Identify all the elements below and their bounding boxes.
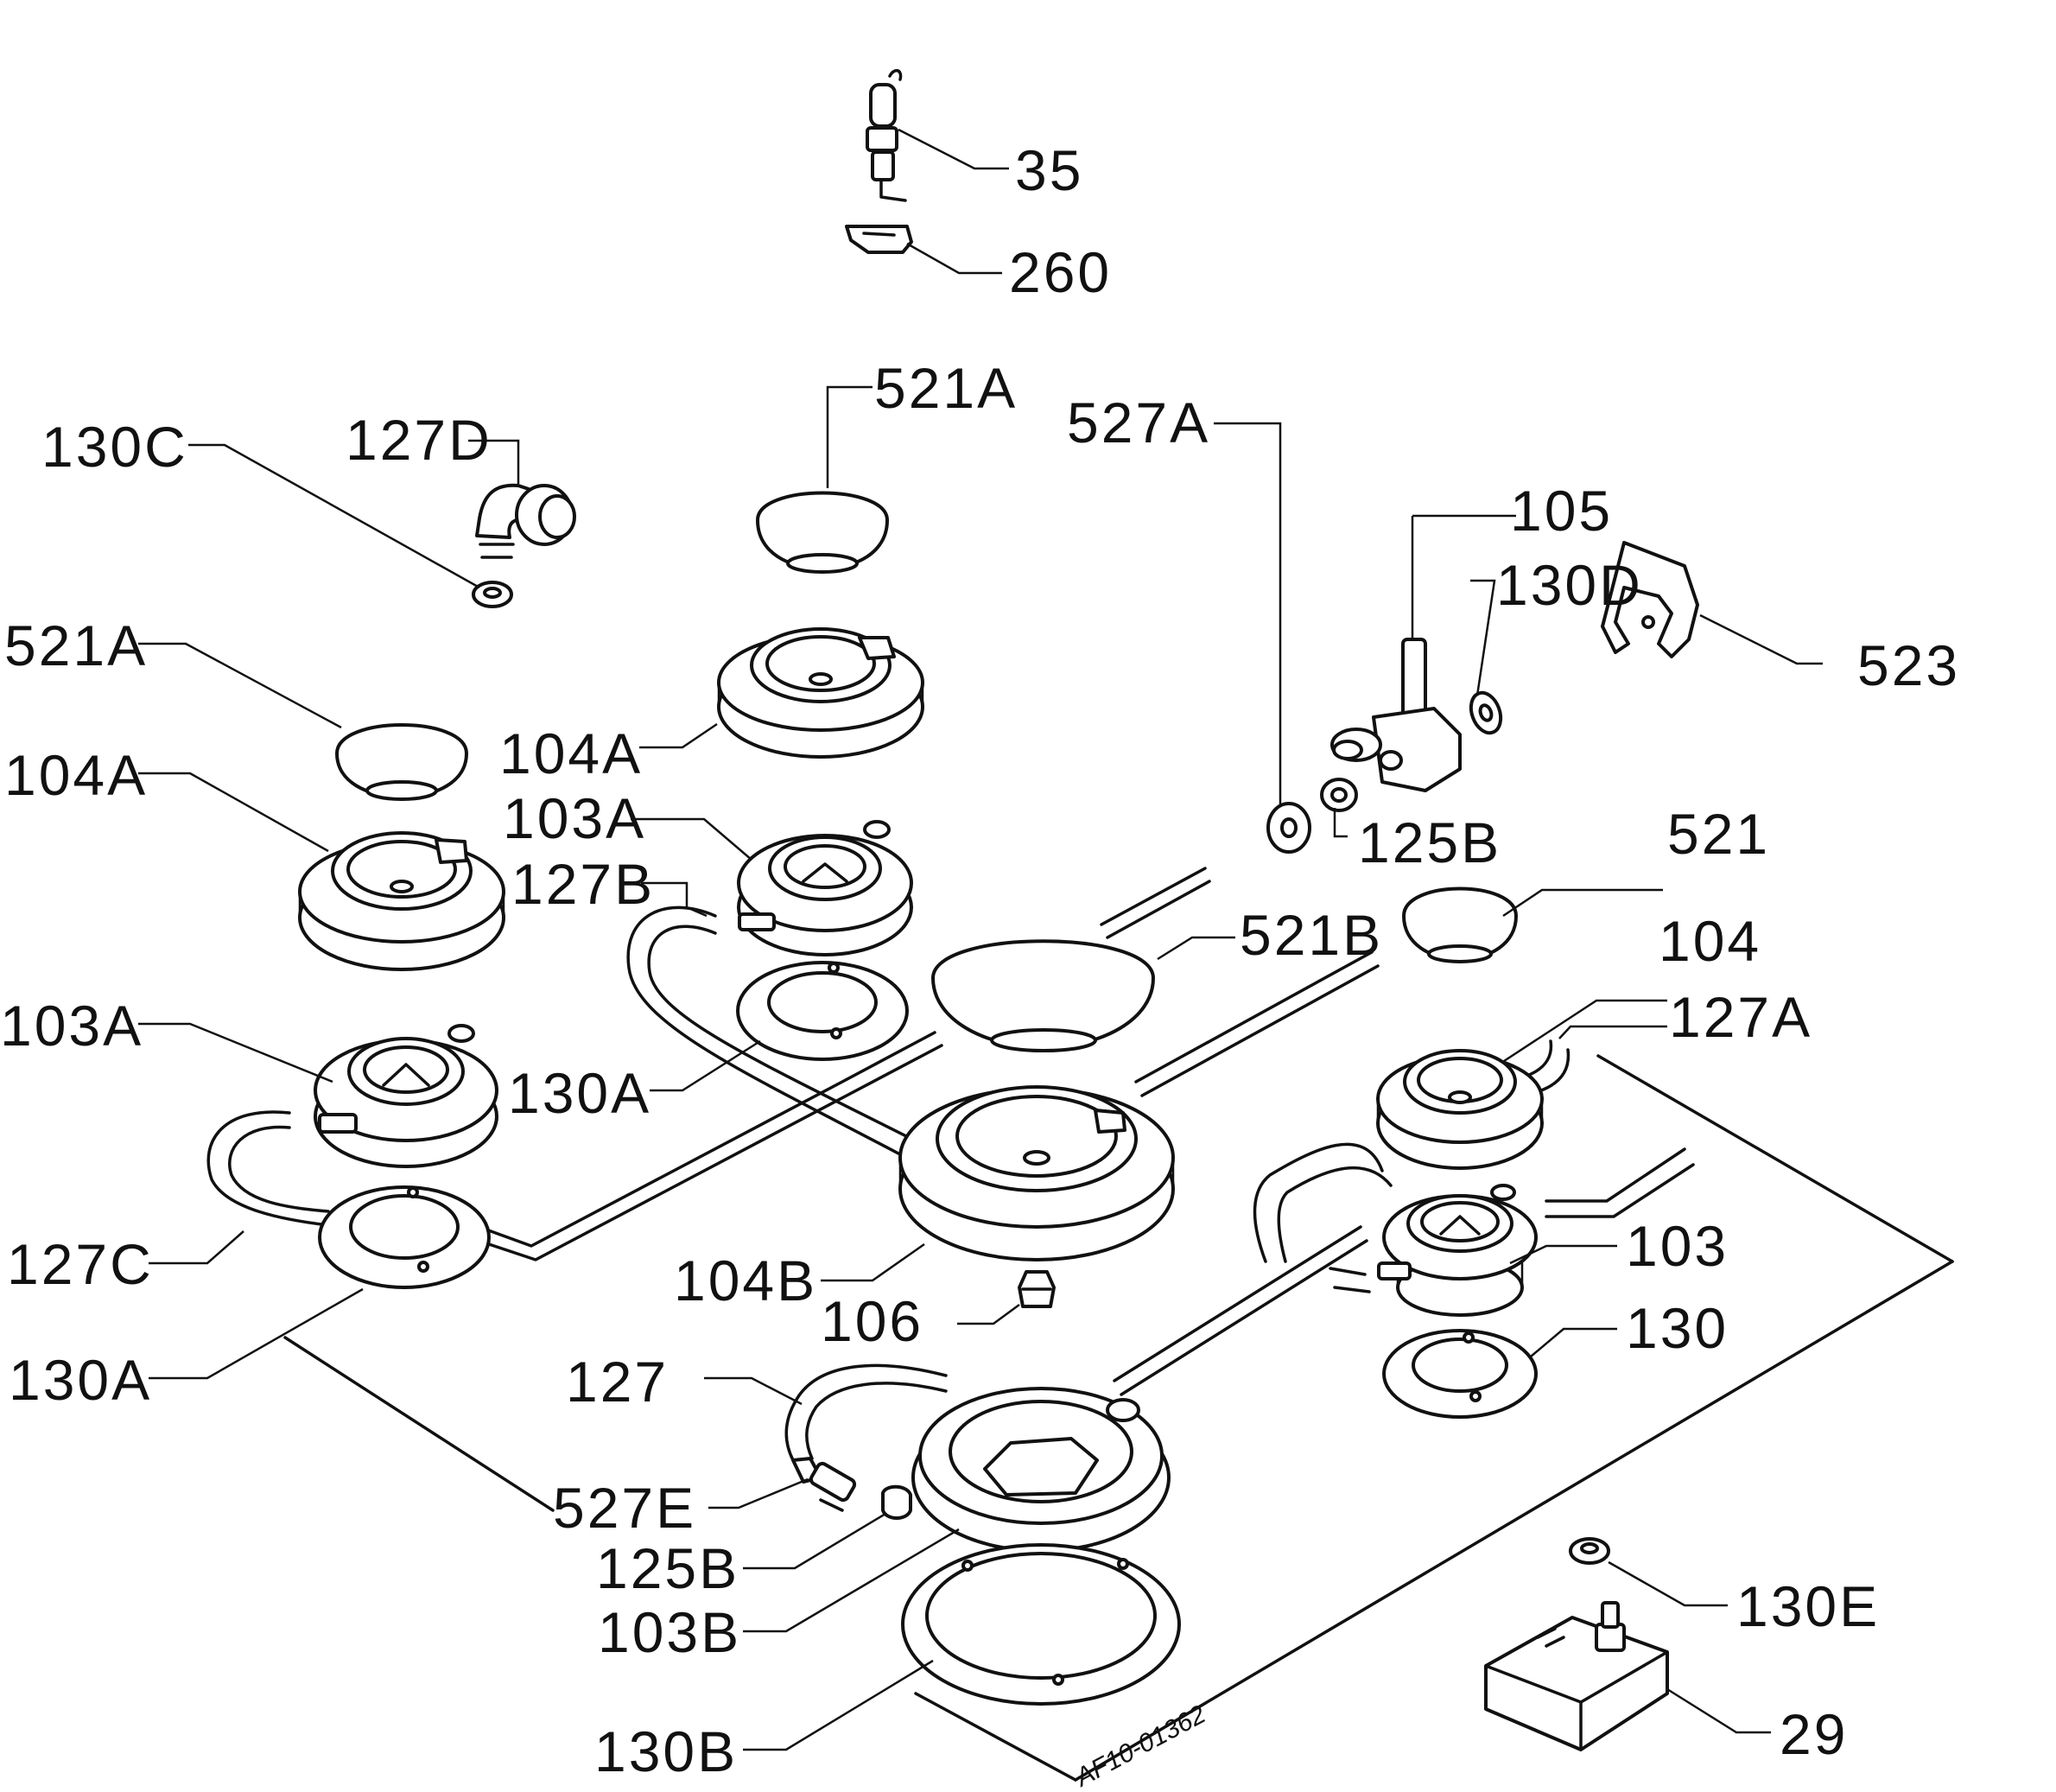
injector-106 — [1018, 1270, 1056, 1308]
burner-cap-521A-left — [335, 723, 468, 801]
label-130: 130 — [1626, 1296, 1729, 1360]
label-125B-bottom: 125B — [596, 1536, 739, 1600]
label-125B-top: 125B — [1358, 810, 1501, 874]
burner-body-103 — [1377, 1184, 1538, 1317]
label-130B: 130B — [594, 1719, 738, 1783]
hob-plate-outline — [283, 1054, 1954, 1782]
label-130E: 130E — [1736, 1574, 1880, 1638]
label-260: 260 — [1009, 240, 1112, 304]
burner-cap-521A-top — [756, 491, 889, 574]
washer-130C — [472, 581, 513, 608]
nut-527A — [1266, 802, 1311, 854]
thermocouple-527E — [791, 1457, 857, 1512]
label-130A-center: 130A — [508, 1061, 651, 1125]
label-130C: 130C — [41, 415, 188, 479]
label-35: 35 — [1015, 138, 1083, 202]
label-527A: 527A — [1067, 391, 1210, 454]
seal-ring-130A-top — [736, 961, 909, 1061]
label-106: 106 — [821, 1289, 923, 1353]
gas-pipe-right-loop — [1253, 1142, 1695, 1293]
label-521A-top: 521A — [874, 356, 1018, 420]
label-104A-left: 104A — [4, 743, 148, 807]
burner-head-104A-top — [717, 627, 924, 759]
label-127D: 127D — [346, 408, 492, 472]
seal-ring-130 — [1382, 1329, 1538, 1419]
burner-head-104B — [898, 1085, 1175, 1261]
label-130D: 130D — [1496, 553, 1643, 617]
ignition-switch-29 — [1484, 1601, 1669, 1751]
leader-lines — [138, 128, 1823, 1751]
label-521B: 521B — [1240, 903, 1383, 967]
nut-125B-top — [1320, 778, 1358, 812]
gas-pipe-long-rear — [1100, 867, 1211, 939]
elbow-fitting-127D — [475, 483, 576, 559]
label-104A-center: 104A — [499, 721, 643, 785]
washer-130D — [1469, 690, 1503, 735]
gas-pipe-127 — [784, 1363, 948, 1462]
label-127C: 127C — [7, 1232, 154, 1296]
burner-body-103A-left — [314, 1024, 498, 1168]
label-130A-left: 130A — [9, 1348, 152, 1412]
label-521A-left: 521A — [4, 613, 148, 677]
burner-cap-521 — [1402, 886, 1518, 963]
burner-body-103B — [911, 1387, 1171, 1553]
label-105: 105 — [1510, 479, 1613, 543]
gas-pipe-127B — [626, 906, 913, 1155]
nut-125B-bottom — [881, 1484, 912, 1520]
burner-head-104 — [1376, 1049, 1544, 1170]
label-527E: 527E — [553, 1476, 696, 1540]
label-521: 521 — [1667, 802, 1770, 866]
label-127B: 127B — [511, 852, 655, 916]
label-104B: 104B — [674, 1249, 817, 1312]
drawing-code: AF10-01362 — [1069, 1700, 1210, 1792]
gas-pipe-front-right — [1113, 1225, 1368, 1396]
bracket-523 — [1601, 541, 1699, 658]
label-523: 523 — [1857, 633, 1960, 697]
part-labels: 35 260 521A 527A 130C 127D 105 130D 523 … — [0, 138, 1960, 1783]
clip-260 — [845, 225, 913, 254]
gas-valve-105 — [1330, 638, 1462, 792]
label-104: 104 — [1659, 909, 1761, 973]
burner-head-104A-left — [298, 831, 505, 971]
burner-cap-521B — [931, 939, 1155, 1052]
label-103A-left: 103A — [0, 994, 143, 1058]
seal-ring-130A-left — [318, 1185, 491, 1289]
seal-ring-130B — [901, 1543, 1181, 1706]
label-103A-center: 103A — [503, 786, 646, 850]
gas-pipe-127C — [206, 1031, 943, 1261]
label-29: 29 — [1780, 1702, 1848, 1766]
label-103B: 103B — [598, 1600, 741, 1664]
label-127: 127 — [566, 1350, 669, 1414]
gas-pipe-front-diagonal — [1134, 950, 1380, 1097]
burner-body-103A-top — [737, 820, 913, 956]
label-103: 103 — [1626, 1214, 1729, 1278]
spark-plug-35 — [866, 68, 907, 202]
label-127A: 127A — [1669, 985, 1812, 1049]
washer-130E — [1569, 1537, 1610, 1565]
